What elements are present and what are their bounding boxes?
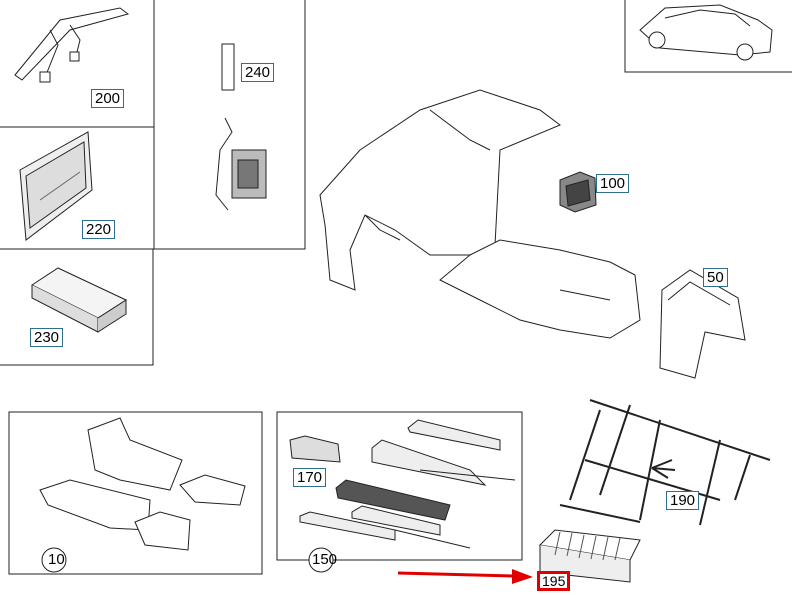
dashboard-assembly [319, 89, 641, 339]
callout-10-circle [41, 547, 67, 573]
callout-10[interactable]: 10 [48, 551, 65, 568]
part-190-wiring-harness [559, 399, 771, 526]
panel-top-center [153, 0, 306, 250]
panel-floor-mats [8, 411, 263, 575]
callout-100[interactable]: 100 [596, 174, 630, 193]
part-170-150-sill-trims [289, 419, 516, 549]
part-50-cover [659, 269, 746, 379]
callout-200[interactable]: 200 [91, 89, 125, 108]
callout-150[interactable]: 150 [312, 551, 338, 568]
panel-lower-left [0, 248, 154, 366]
highlight-arrow [397, 569, 533, 584]
callout-50[interactable]: 50 [703, 268, 728, 287]
callout-170[interactable]: 170 [293, 468, 327, 487]
callout-220[interactable]: 220 [82, 220, 116, 239]
part-100-switch [559, 171, 597, 213]
part-200-bracket [14, 7, 130, 83]
part-220-panel [19, 131, 93, 241]
callout-190[interactable]: 190 [666, 491, 700, 510]
panel-frames [0, 0, 792, 575]
part-230-box [30, 267, 128, 333]
panel-vehicle [624, 0, 792, 73]
panel-sill-trims [276, 411, 523, 561]
callout-150-circle [308, 547, 334, 573]
part-10-floor-mats [39, 417, 246, 551]
vehicle-illustration [639, 4, 773, 61]
part-240-lock-assembly [215, 43, 267, 211]
callout-240[interactable]: 240 [241, 63, 275, 82]
callout-195-highlighted[interactable]: 195 [537, 571, 571, 591]
callout-230[interactable]: 230 [30, 328, 64, 347]
